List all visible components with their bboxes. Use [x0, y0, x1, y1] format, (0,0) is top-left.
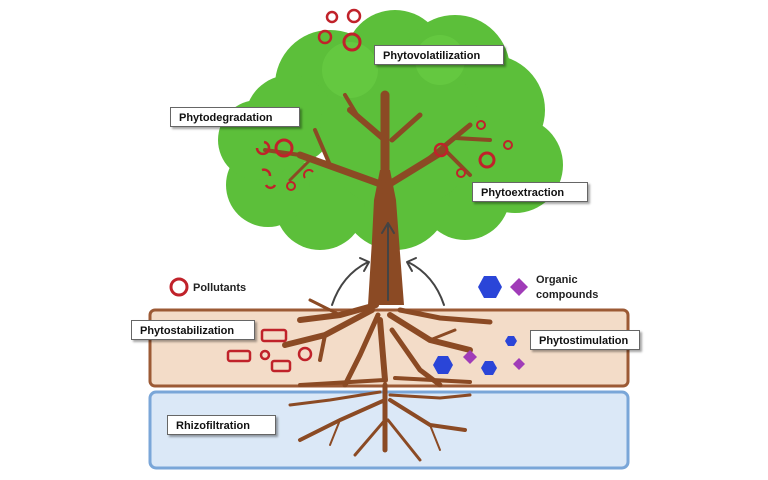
- tree-roots: [282, 298, 493, 388]
- legend-organic-label-line1: Organic: [536, 274, 578, 286]
- pollutant-ring-icon: [261, 168, 272, 177]
- pollutant-ring-icon: [297, 346, 313, 362]
- pollutant-block-icon: [260, 328, 288, 343]
- pollutant-ring-icon: [317, 29, 333, 45]
- pollutant-ring-icon: [433, 142, 449, 158]
- organic-hexagon-icon: [433, 356, 453, 374]
- pollutant-ring-icon: [346, 8, 362, 24]
- organic-hexagon-icon: [481, 361, 497, 375]
- pollutant-ring-icon: [274, 138, 294, 158]
- legend-symbols: [169, 276, 528, 298]
- uptake-arrows: [331, 222, 445, 306]
- label-phytostimulation: Phytostimulation: [530, 330, 640, 350]
- pollutant-ring-icon: [255, 140, 271, 156]
- label-phytovolatilization: Phytovolatilization: [374, 45, 504, 65]
- water-roots: [288, 382, 472, 462]
- pollutant-ring-icon: [476, 120, 486, 130]
- soil-organic-compounds: [433, 336, 525, 375]
- label-phytoextraction: Phytoextraction: [472, 182, 588, 202]
- organic-diamond-icon: [513, 358, 525, 370]
- pollutant-ring-icon: [342, 32, 362, 52]
- organic-diamond-icon: [463, 350, 477, 364]
- legend-pollutants-label: Pollutants: [193, 282, 247, 294]
- label-phytostabilization: Phytostabilization: [131, 320, 255, 340]
- uptake-arrow-icon: [407, 261, 445, 306]
- pollutant-ring-icon: [169, 277, 189, 297]
- uptake-arrow-icon: [331, 261, 369, 306]
- pollutant-ring-icon: [325, 10, 339, 24]
- legend-organic-label-line2: compounds: [536, 289, 599, 301]
- organic-hexagon-icon: [505, 336, 517, 346]
- label-phytodegradation: Phytodegradation: [170, 107, 300, 127]
- pollutant-ring-icon: [503, 140, 513, 150]
- tree-trunk: [368, 170, 404, 305]
- pollutant-ring-icon: [456, 168, 466, 178]
- soil-pollutants: [226, 328, 313, 373]
- pollutant-ring-icon: [264, 184, 277, 190]
- organic-hexagon-icon: [478, 276, 502, 298]
- pollutant-ring-icon: [478, 151, 496, 169]
- water-layer: [148, 390, 630, 470]
- pollutant-ring-icon: [259, 349, 271, 361]
- organic-diamond-icon: [510, 278, 528, 296]
- uptake-arrow-icon: [381, 222, 395, 234]
- uptake-arrow-icon: [359, 257, 370, 272]
- pollutant-block-icon: [226, 349, 252, 363]
- canopy-pollutants: [255, 8, 513, 191]
- pollutant-ring-icon: [286, 181, 296, 191]
- uptake-arrow-icon: [406, 257, 417, 272]
- pollutant-ring-icon: [303, 169, 314, 179]
- label-rhizofiltration: Rhizofiltration: [167, 415, 276, 435]
- pollutant-block-icon: [270, 359, 292, 373]
